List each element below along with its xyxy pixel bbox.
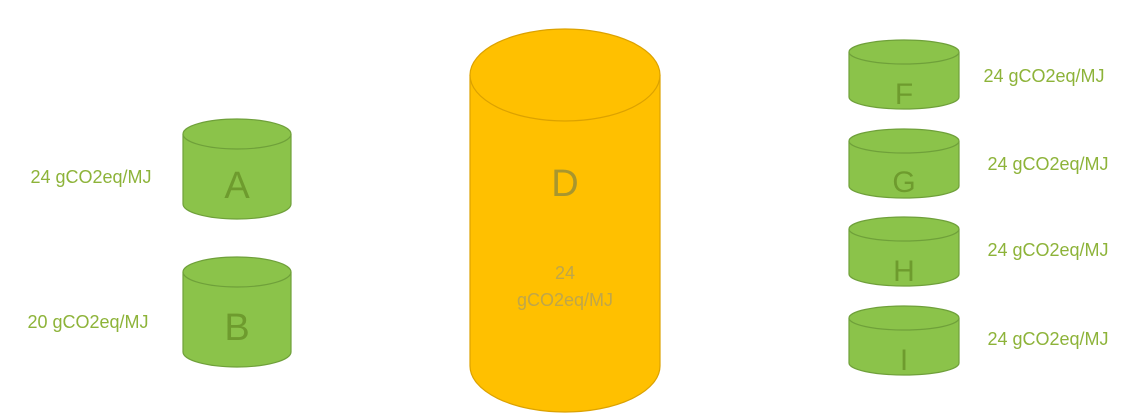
cylinder-d-value-number: 24 (555, 263, 575, 283)
cylinder-i-body (848, 318, 960, 376)
cylinder-i-top (848, 305, 960, 331)
cylinder-d-value-unit: gCO2eq/MJ (517, 290, 613, 310)
cylinder-g-top (848, 128, 960, 154)
cylinder-b-body (182, 272, 292, 368)
cylinder-a-body (182, 134, 292, 220)
cylinder-a-letter: A (224, 165, 250, 207)
cylinder-f-value: 24 gCO2eq/MJ (983, 66, 1104, 86)
cylinder-d-top (469, 28, 661, 122)
cylinder-b-top (182, 256, 292, 288)
cylinder-i: I (848, 305, 960, 377)
cylinder-f: F (848, 39, 960, 111)
cylinder-f-letter: F (895, 78, 913, 111)
cylinder-f-top (848, 39, 960, 65)
cylinder-h: H (848, 216, 960, 288)
cylinder-b: B (182, 256, 292, 368)
cylinder-b-value: 20 gCO2eq/MJ (27, 312, 148, 332)
cylinder-h-letter: H (893, 255, 915, 288)
cylinder-h-top (848, 216, 960, 242)
cylinder-i-value: 24 gCO2eq/MJ (987, 329, 1108, 349)
cylinder-h-body (848, 229, 960, 287)
cylinder-b-letter: B (224, 307, 249, 349)
cylinder-g-body (848, 141, 960, 199)
cylinder-g: G (848, 128, 960, 199)
cylinder-i-letter: I (900, 344, 908, 377)
cylinder-d-letter: D (551, 163, 578, 205)
cylinder-d-body (469, 75, 661, 413)
cylinder-d: D 24 gCO2eq/MJ (469, 28, 661, 413)
cylinder-a-value: 24 gCO2eq/MJ (30, 167, 151, 187)
cylinder-g-letter: G (892, 166, 915, 199)
cylinder-a-top (182, 118, 292, 150)
cylinder-a: A (182, 118, 292, 220)
cylinder-g-value: 24 gCO2eq/MJ (987, 154, 1108, 174)
cylinder-h-value: 24 gCO2eq/MJ (987, 240, 1108, 260)
cylinder-f-body (848, 52, 960, 110)
